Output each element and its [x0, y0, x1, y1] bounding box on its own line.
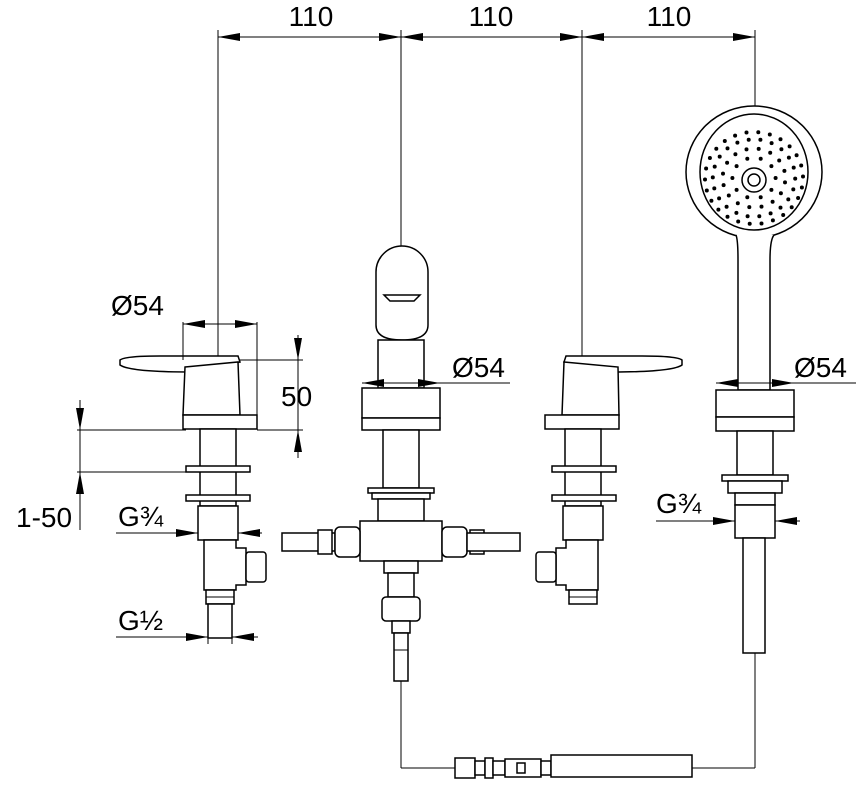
nozzle-dot: [770, 218, 775, 223]
nozzle-dot: [745, 214, 750, 219]
nozzle-dot: [791, 165, 796, 170]
nozzle-dot: [756, 130, 761, 135]
nozzle-dot: [714, 146, 719, 151]
nozzle-dot: [734, 210, 739, 215]
nozzle-dot: [801, 174, 805, 179]
nozzle-dot: [712, 164, 717, 169]
nozzle-dot: [722, 139, 727, 143]
nozzle-dot: [704, 188, 709, 193]
nozzle-dot: [735, 140, 740, 145]
nozzle-dot: [725, 214, 730, 219]
nozzle-dot: [758, 137, 763, 142]
nozzle-dot: [745, 195, 750, 200]
hand-shower-thread-label: G¾: [656, 488, 702, 519]
nozzle-dot: [793, 176, 798, 181]
nozzle-dot: [758, 156, 763, 161]
nozzle-dot: [709, 198, 714, 203]
nozzle-dot: [734, 187, 739, 192]
nozzle-dot: [779, 147, 784, 152]
nozzle-dot: [799, 185, 804, 190]
spacing-label-3: 110: [647, 1, 692, 32]
nozzle-dot: [777, 158, 782, 163]
nozzle-dot: [717, 196, 722, 201]
nozzle-dot: [724, 204, 729, 209]
nozzle-dot: [744, 130, 749, 135]
nozzle-dot: [712, 186, 717, 191]
left-valve-outlet-thread-label: G½: [118, 605, 163, 636]
hand-shower-diameter-label: Ø54: [794, 352, 847, 383]
nozzle-dot: [767, 132, 772, 137]
nozzle-dot: [747, 205, 752, 210]
left-valve: Ø54 50 1-50 G¾ G½: [16, 290, 312, 644]
nozzle-dot: [791, 187, 796, 192]
nozzle-dot: [773, 176, 778, 180]
nozzle-dot: [768, 211, 773, 216]
nozzle-dot: [787, 144, 792, 149]
left-valve-inlet-thread-label: G¾: [118, 501, 164, 532]
nozzle-dot: [781, 213, 786, 217]
nozzle-dot: [726, 193, 731, 198]
nozzle-dot: [782, 168, 787, 173]
nozzle-dot: [769, 141, 774, 146]
nozzle-dot: [703, 177, 707, 182]
center-spout: Ø54: [281, 245, 521, 769]
left-valve-height-label: 50: [281, 381, 312, 412]
nozzle-dot: [744, 147, 749, 152]
shower-hose: [454, 754, 693, 779]
right-valve: [535, 355, 683, 605]
nozzle-dot: [746, 137, 751, 142]
nozzle-dot: [704, 166, 709, 171]
left-valve-range-label: 1-50: [16, 502, 72, 533]
nozzle-dot: [734, 164, 739, 169]
spacing-label-2: 110: [469, 1, 514, 32]
nozzle-dot: [721, 183, 726, 188]
nozzle-dot: [707, 156, 712, 160]
nozzle-dot: [756, 146, 761, 151]
nozzle-dot: [786, 197, 791, 202]
nozzle-dot: [769, 187, 774, 192]
nozzle-dot: [796, 196, 801, 200]
nozzle-dot: [730, 176, 735, 180]
nozzle-dot: [786, 155, 791, 160]
nozzle-dot: [757, 214, 762, 219]
nozzle-dot: [735, 201, 740, 206]
nozzle-dot: [745, 156, 750, 161]
nozzle-dot: [736, 219, 741, 224]
nozzle-dot: [733, 133, 738, 138]
nozzle-dot: [770, 199, 775, 204]
nozzle-dot: [778, 205, 783, 210]
nozzle-dot: [769, 164, 774, 169]
nozzle-dot: [721, 171, 725, 176]
nozzle-dot: [710, 175, 715, 180]
nozzle-dot: [789, 205, 794, 210]
spout-diameter-label: Ø54: [452, 352, 505, 383]
nozzle-dot: [778, 191, 783, 196]
nozzle-dot: [725, 146, 730, 151]
nozzle-dot: [758, 195, 763, 200]
nozzle-dot: [783, 180, 787, 185]
nozzle-dot: [717, 154, 722, 159]
hand-shower: Ø54 G¾: [656, 105, 856, 769]
nozzle-dot: [716, 207, 721, 212]
shower-nozzles: [703, 130, 805, 226]
spacing-label-1: 110: [289, 1, 334, 32]
nozzle-dot: [759, 221, 764, 226]
nozzle-dot: [725, 160, 730, 165]
left-valve-diameter-label: Ø54: [111, 290, 164, 321]
spacing-dimensions: 110 110 110: [217, 1, 756, 365]
nozzle-dot: [799, 163, 804, 168]
nozzle-dot: [778, 137, 783, 142]
nozzle-dot: [747, 221, 752, 226]
nozzle-dot: [733, 152, 738, 157]
nozzle-dot: [768, 150, 773, 155]
nozzle-dot: [759, 204, 764, 209]
nozzle-dot: [794, 153, 799, 158]
